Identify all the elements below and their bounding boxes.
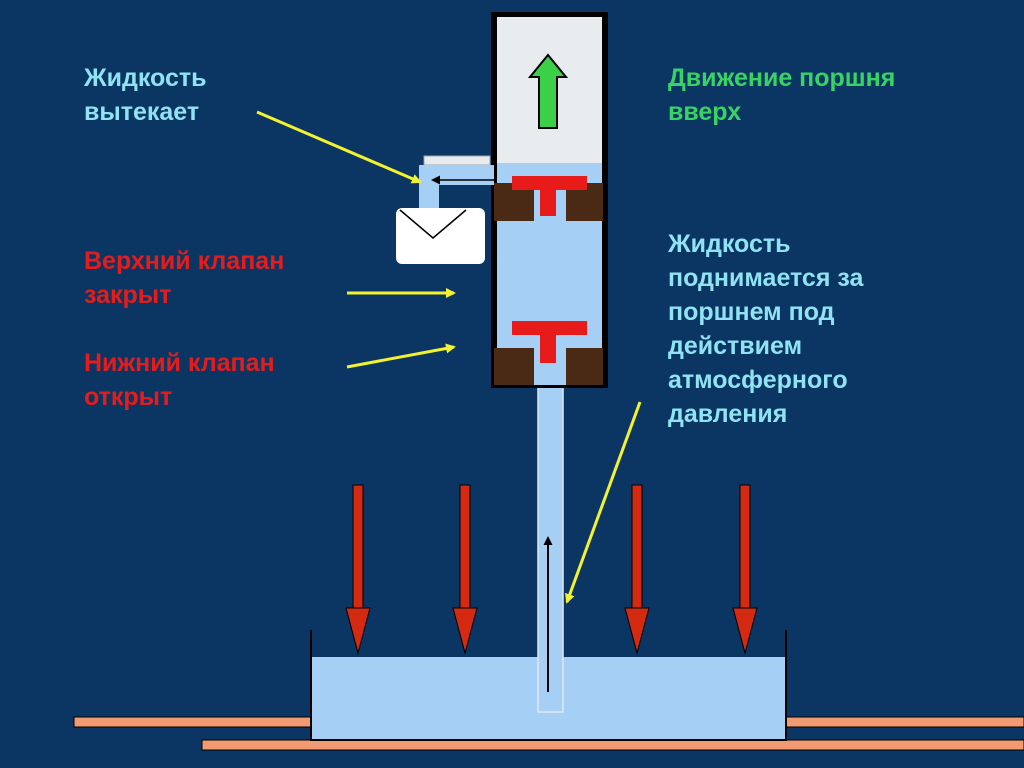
arrow-down-icon <box>452 484 478 655</box>
pointer-arrow-icon <box>565 401 642 604</box>
bucket <box>396 208 485 264</box>
label-piston-moves-up: Движение поршня вверх <box>668 64 896 126</box>
label-liquid-flows-out: Жидкость вытекает <box>84 64 207 126</box>
arrow-down-icon <box>345 484 371 655</box>
pressure-arrows <box>345 484 758 655</box>
label-lower-valve-open: Нижний клапан открыт <box>84 349 275 411</box>
pointer-arrow-icon <box>256 110 422 184</box>
pointer-arrow-icon <box>346 343 456 369</box>
outlet-spout <box>419 155 496 213</box>
lower-valve <box>494 321 603 385</box>
arrow-down-icon <box>624 484 650 655</box>
label-liquid-rises: Жидкость поднимается за поршнем под дейс… <box>668 230 864 428</box>
pointer-arrows <box>256 110 642 604</box>
suction-pipe <box>537 384 564 713</box>
upper-valve <box>494 176 603 221</box>
label-upper-valve-closed: Верхний клапан закрыт <box>84 247 285 309</box>
arrow-down-icon <box>732 484 758 655</box>
arrow-up-icon <box>527 53 569 129</box>
